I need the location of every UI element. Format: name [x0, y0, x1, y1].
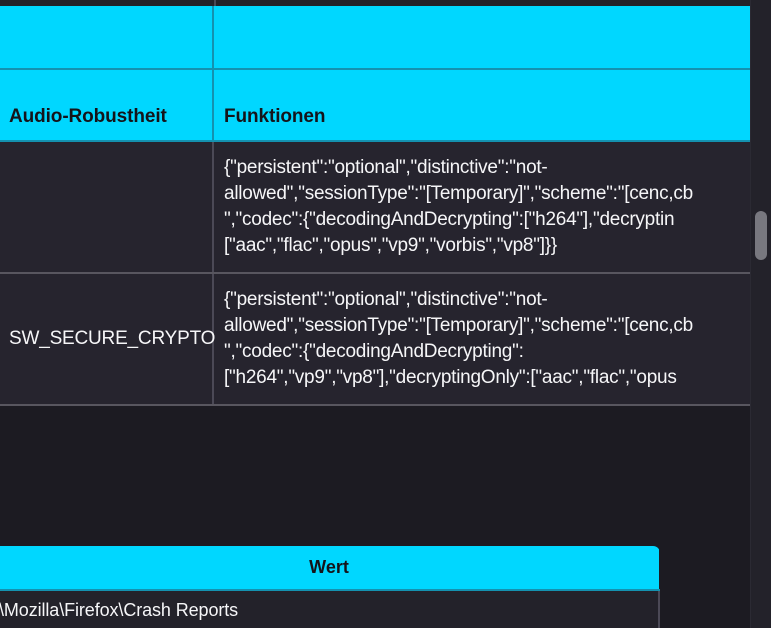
vertical-scrollbar[interactable]: [750, 0, 771, 628]
value-table-header-row: Wert: [0, 546, 659, 591]
features-line: allowed","sessionType":"[Temporary]","sc…: [224, 182, 693, 204]
features-line: ","codec":{"decodingAndDecrypting":: [224, 341, 524, 362]
table-header-row: Audio-Robustheit Funktionen: [0, 69, 751, 142]
cell-audio-robustness: SW_SECURE_CRYPTO: [0, 273, 215, 406]
top-edge-strip: [0, 0, 751, 6]
header-spacer-cell-right: [213, 6, 751, 70]
features-line: {"persistent":"optional","distinctive":"…: [224, 156, 548, 178]
column-header-features[interactable]: Funktionen: [213, 69, 751, 142]
table-row: SW_SECURE_CRYPTO {"persistent":"optional…: [0, 273, 751, 406]
vertical-scrollbar-thumb[interactable]: [755, 211, 767, 260]
header-spacer-cell-left: [0, 6, 214, 70]
column-divider: [214, 0, 216, 6]
features-line: ","codec":{"decodingAndDecrypting":["h26…: [224, 209, 675, 230]
profile-paths-table: Wert \Mozilla\Firefox\Crash Reports: [0, 546, 660, 628]
table-row: {"persistent":"optional","distinctive":"…: [0, 141, 751, 274]
table-row: \Mozilla\Firefox\Crash Reports: [0, 590, 660, 628]
eme-capabilities-table: Audio-Robustheit Funktionen {"persistent…: [0, 6, 751, 406]
features-line: allowed","sessionType":"[Temporary]","sc…: [224, 314, 693, 336]
features-line: ["h264","vp9","vp8"],"decryptingOnly":["…: [224, 367, 677, 389]
column-header-value[interactable]: Wert: [0, 546, 659, 591]
features-line: {"persistent":"optional","distinctive":"…: [224, 288, 548, 310]
features-line: ["aac","flac","opus","vp9","vorbis","vp8…: [224, 235, 557, 257]
scrollable-page-content[interactable]: Audio-Robustheit Funktionen {"persistent…: [0, 0, 751, 628]
cell-value: \Mozilla\Firefox\Crash Reports: [0, 590, 660, 628]
table-header-spacer-row: [0, 6, 751, 70]
cell-features: {"persistent":"optional","distinctive":"…: [213, 273, 751, 406]
cell-audio-robustness: [0, 141, 214, 274]
column-header-audio-robustness[interactable]: Audio-Robustheit: [0, 69, 214, 142]
cell-features: {"persistent":"optional","distinctive":"…: [213, 141, 751, 274]
